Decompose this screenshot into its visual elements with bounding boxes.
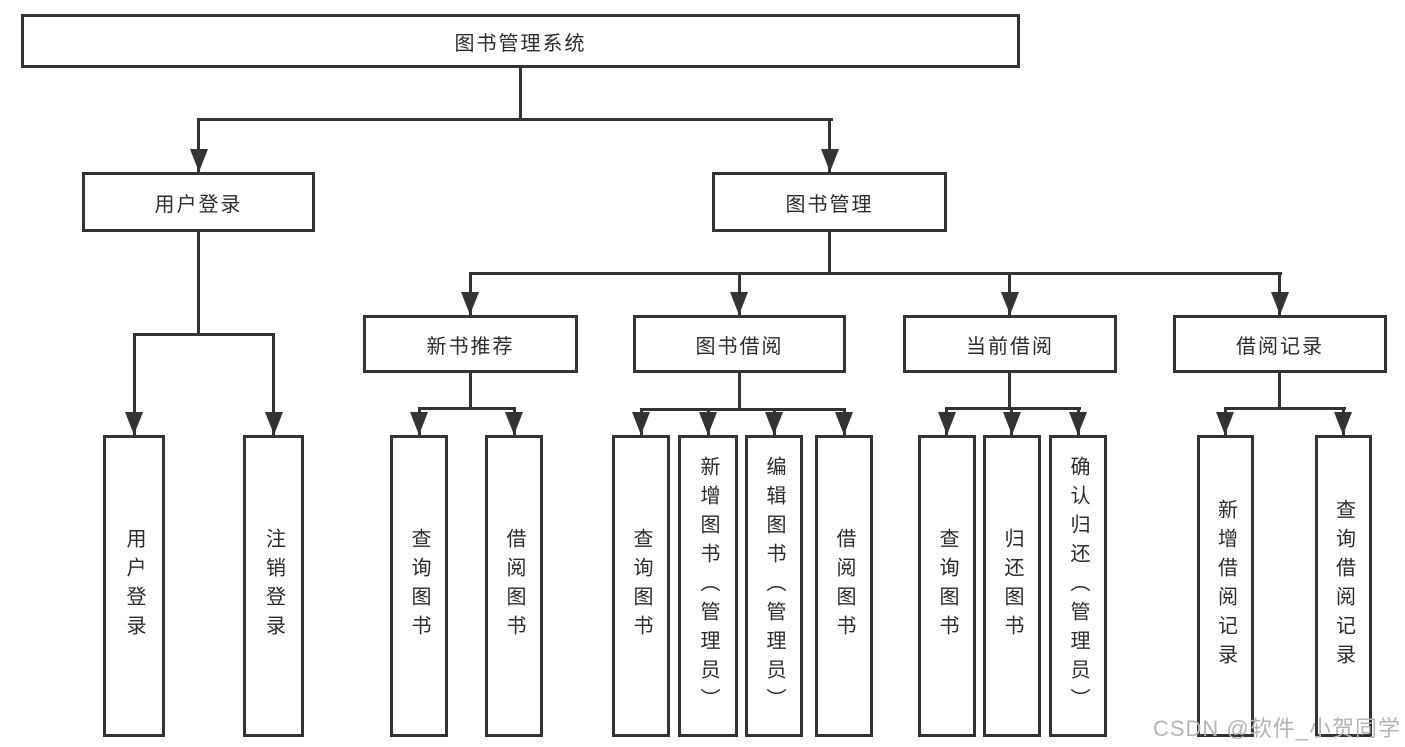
node-leaf-add-books-admin: 新增图书（管理员） [678,435,738,737]
node-leaf-borrow-books-2-label: 借阅图书 [833,528,855,644]
connector-user-login-drop-2 [272,333,275,435]
node-leaf-return-books-label: 归还图书 [1001,528,1023,644]
connector-user-login-stem [197,232,200,336]
arrowhead-down-icon [1334,412,1352,435]
node-library-management-system-label: 图书管理系统 [454,32,587,55]
node-leaf-query-books-2: 查询图书 [612,435,670,737]
arrowhead-down-icon [699,412,717,435]
node-leaf-user-login: 用户登录 [103,435,165,737]
arrowhead-down-icon [938,412,956,435]
node-leaf-confirm-return-admin-label: 确认归还（管理员） [1067,455,1089,717]
node-leaf-edit-books-admin-label: 编辑图书（管理员） [763,455,785,717]
connector-root-bar [197,118,833,121]
node-leaf-query-borrow-record: 查询借阅记录 [1315,435,1372,737]
connector-records-stem [1278,373,1281,410]
connector-new-book-bar [418,407,516,410]
node-borrowing-records: 借阅记录 [1173,315,1387,373]
arrowhead-down-icon [835,412,853,435]
node-current-borrowing: 当前借阅 [903,315,1117,373]
node-leaf-add-borrow-record-label: 新增借阅记录 [1214,499,1237,673]
connector-root-drop-left [197,118,200,172]
arrowhead-down-icon [765,412,783,435]
connector-book-mgmt-stem [828,232,831,275]
arrowhead-down-icon [1069,412,1087,435]
arrowhead-down-icon [1001,292,1019,315]
node-new-book-recommend: 新书推荐 [363,315,578,373]
node-book-borrowing-label: 图书借阅 [695,335,784,358]
node-leaf-return-books: 归还图书 [983,435,1041,737]
node-leaf-logout-label: 注销登录 [262,528,285,644]
node-leaf-query-books-3: 查询图书 [918,435,976,737]
node-book-management-label: 图书管理 [785,193,874,216]
arrowhead-down-icon [730,292,748,315]
csdn-watermark: CSDN @软件_小贺同学 [1152,716,1401,741]
connector-current-stem [1008,373,1011,410]
arrowhead-down-icon [1271,292,1289,315]
node-leaf-query-books-1-label: 查询图书 [408,528,430,644]
node-leaf-query-books-1: 查询图书 [390,435,448,737]
node-leaf-query-borrow-record-label: 查询借阅记录 [1332,499,1355,673]
node-borrowing-records-label: 借阅记录 [1236,335,1324,358]
node-leaf-confirm-return-admin: 确认归还（管理员） [1049,435,1107,737]
arrowhead-down-icon [265,412,283,435]
node-leaf-add-books-admin-label: 新增图书（管理员） [697,455,719,717]
connector-records-bar [1224,407,1346,410]
arrowhead-down-icon [821,149,839,172]
connector-current-bar [945,407,1081,410]
node-user-login: 用户登录 [82,172,315,232]
arrowhead-down-icon [125,412,143,435]
node-book-management: 图书管理 [712,172,947,232]
node-leaf-edit-books-admin: 编辑图书（管理员） [745,435,803,737]
node-user-login-label: 用户登录 [154,193,243,216]
connector-book-mgmt-bar [469,272,1282,275]
node-library-management-system: 图书管理系统 [21,14,1020,68]
node-leaf-borrow-books-1-label: 借阅图书 [503,528,525,644]
connector-borrowing-stem [738,373,741,411]
connector-borrowing-bar [640,408,846,411]
arrowhead-down-icon [1216,412,1234,435]
node-leaf-query-books-2-label: 查询图书 [630,528,652,644]
node-book-borrowing: 图书借阅 [633,315,846,373]
connector-user-login-bar [133,333,275,336]
connector-new-book-stem [469,373,472,410]
node-leaf-borrow-books-2: 借阅图书 [815,435,873,737]
arrowhead-down-icon [190,149,208,172]
node-leaf-borrow-books-1: 借阅图书 [485,435,543,737]
node-leaf-logout: 注销登录 [243,435,304,737]
node-leaf-query-books-3-label: 查询图书 [936,528,958,644]
arrowhead-down-icon [410,412,428,435]
arrowhead-down-icon [461,292,479,315]
arrowhead-down-icon [505,412,523,435]
node-leaf-user-login-label: 用户登录 [123,528,145,644]
node-new-book-recommend-label: 新书推荐 [426,335,515,358]
connector-root-drop-right [828,118,831,172]
node-current-borrowing-label: 当前借阅 [966,335,1054,358]
connector-user-login-drop-1 [133,333,136,435]
node-leaf-add-borrow-record: 新增借阅记录 [1197,435,1254,737]
arrowhead-down-icon [632,412,650,435]
connector-root-stem [519,68,522,121]
arrowhead-down-icon [1003,412,1021,435]
